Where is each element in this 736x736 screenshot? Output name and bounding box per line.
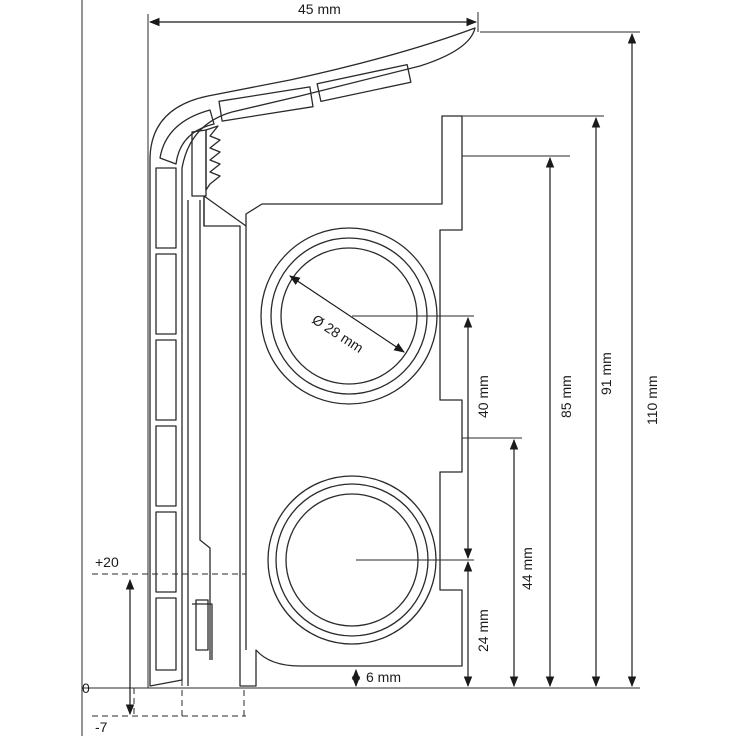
label-110: 110 mm (644, 375, 660, 425)
label-plus20: +20 (95, 554, 119, 570)
label-40: 40 mm (475, 375, 491, 418)
dim-diameter-arrow (289, 275, 405, 353)
clip-teeth (191, 125, 221, 197)
label-85: 85 mm (558, 375, 574, 418)
top-cap (149, 27, 476, 687)
label-44: 44 mm (519, 547, 535, 590)
dim-width-45 (148, 12, 479, 32)
label-24: 24 mm (475, 609, 491, 652)
label-width-45: 45 mm (298, 1, 341, 17)
label-6: 6 mm (366, 669, 401, 685)
label-91: 91 mm (598, 352, 614, 395)
inner-wall (187, 200, 213, 686)
bottom-lock (195, 599, 209, 651)
label-minus7: -7 (95, 719, 108, 735)
label-zero: 0 (82, 680, 90, 696)
